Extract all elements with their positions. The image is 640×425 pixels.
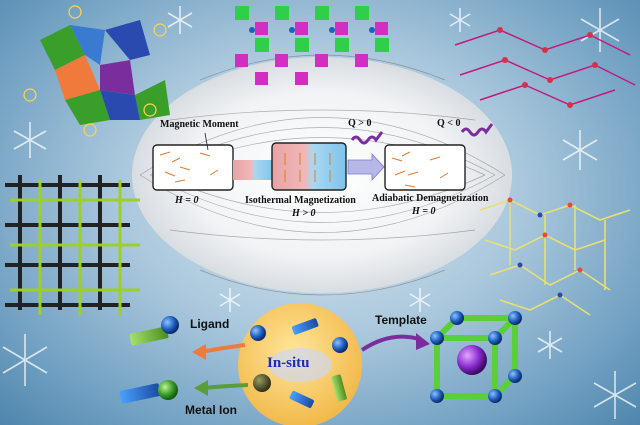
initial-field-label: H = 0	[175, 195, 199, 206]
metal-ion-label: Metal Ion	[185, 403, 238, 417]
in-situ-circle	[238, 303, 362, 425]
q-positive-label: Q > 0	[348, 118, 372, 129]
framework-right	[479, 197, 631, 316]
magnetized-field-label: H > 0	[292, 208, 316, 219]
state-box-magnetized	[271, 142, 347, 191]
snowflake-decorations	[2, 6, 637, 419]
process-arrow	[347, 152, 385, 182]
metal-ion-arrow	[201, 383, 249, 390]
in-situ-label: In-situ	[267, 355, 310, 371]
ligand-icon	[129, 316, 179, 346]
metal-ion-arrow-head	[194, 380, 208, 396]
template-label: Template	[375, 313, 427, 327]
q-negative-label: Q < 0	[437, 118, 461, 129]
heat-wave-out-icon	[460, 123, 494, 137]
ligand-arrow-head	[192, 344, 206, 360]
magnetic-moment-label: Magnetic Moment	[160, 119, 239, 130]
ligand-arrow	[199, 343, 246, 354]
coordination-chain-right	[454, 27, 636, 108]
template-arrow	[360, 334, 423, 352]
state-box-final	[384, 144, 466, 191]
template-cage-icon	[430, 311, 522, 403]
coordination-chain-top	[235, 6, 389, 85]
state-box-initial	[152, 144, 234, 191]
template-arrow-head	[416, 333, 430, 350]
isothermal-magnetization-label: Isothermal Magnetization	[245, 195, 356, 206]
metal-ion-icon	[119, 380, 178, 404]
magnetic-moment-pointer	[204, 132, 209, 151]
process-bar-left	[233, 160, 273, 180]
ligand-label: Ligand	[190, 317, 230, 331]
heat-wave-in-icon	[350, 131, 384, 145]
adiabatic-demagnetization-label: Adiabatic Demagnetization	[372, 193, 489, 204]
polyoxometalate-cluster	[23, 5, 170, 137]
final-field-label: H = 0	[412, 206, 436, 217]
framework-left	[5, 175, 140, 315]
